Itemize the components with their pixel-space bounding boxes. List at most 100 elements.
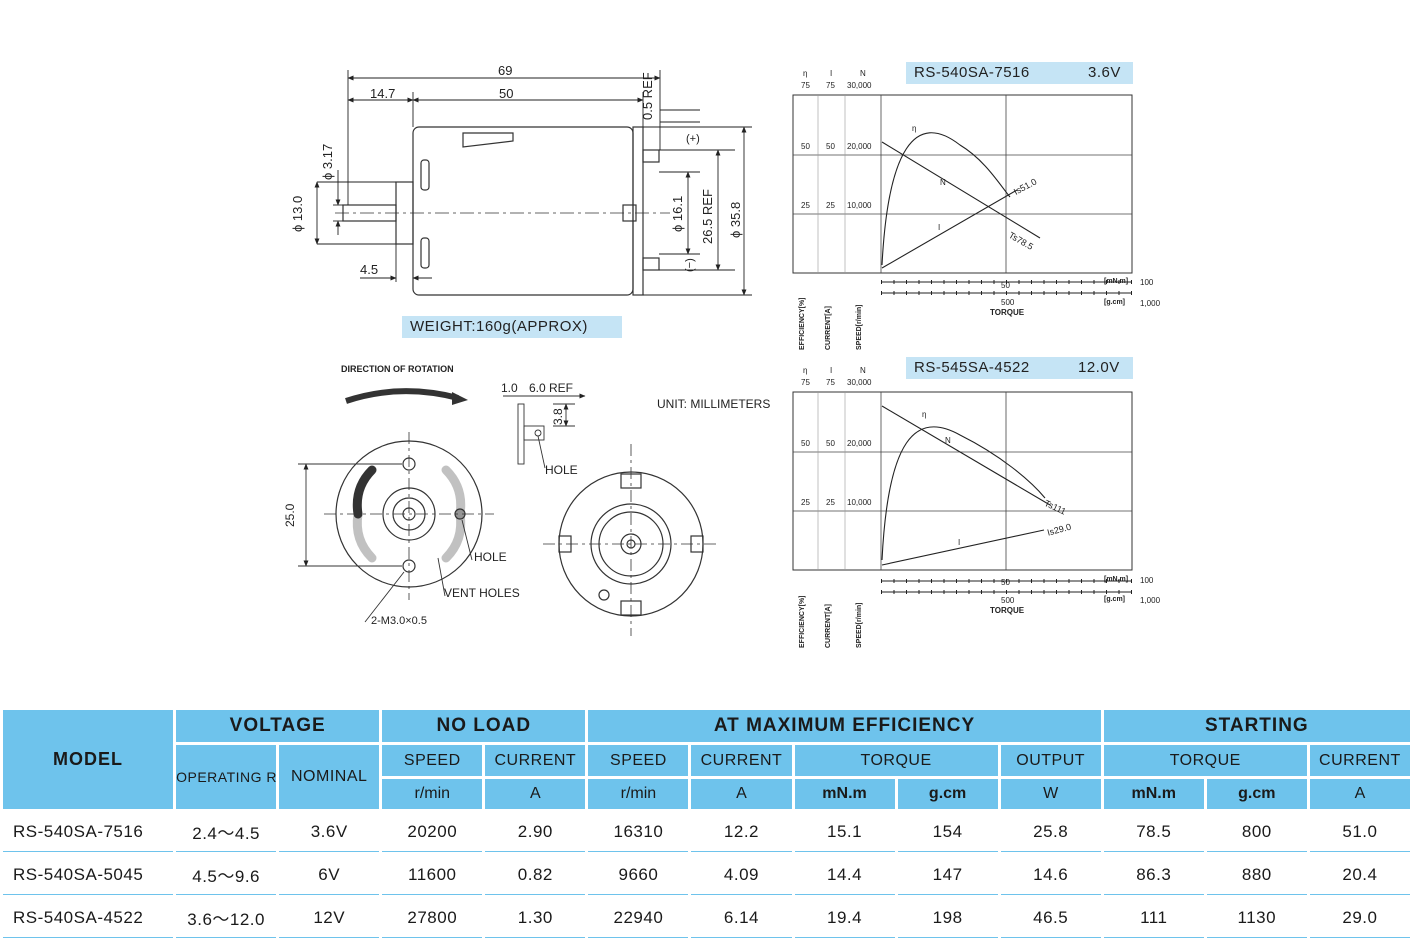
- chart-1-unit-mn: [mN.m]: [1104, 278, 1129, 285]
- header-maxeff-output: OUTPUT: [1000, 745, 1101, 776]
- cell-model: RS-540SA-4522: [3, 898, 174, 938]
- chart-2-curve-n: N: [945, 436, 951, 445]
- chart-2-spd-20000: 20,000: [847, 439, 872, 448]
- chart-1-torque-label: TORQUE: [990, 308, 1025, 317]
- chart-2-curve-eta: η: [922, 410, 927, 419]
- unit-maxeff-output: W: [1000, 779, 1101, 809]
- header-operating-range: OPERATING RANGE: [176, 745, 277, 809]
- chart-1-torque-mid-mn: 50: [1001, 281, 1010, 290]
- unit-label: UNIT: MILLIMETERS: [657, 397, 771, 411]
- chart-2-unit-mn: [mN.m]: [1104, 576, 1129, 583]
- chart-1-efficiency-curve: [881, 132, 1011, 266]
- motor-front-view: [298, 432, 494, 623]
- cell-maxeff-output: 14.6: [1000, 855, 1101, 895]
- cell-maxeff-current: 6.14: [691, 898, 792, 938]
- cell-noload-speed: 20200: [382, 812, 483, 852]
- chart-2-title: RS-545SA-4522 12.0V: [906, 357, 1133, 379]
- dim-shaft-dia: ϕ 3.17: [320, 143, 335, 180]
- chart-2-spd-30000: 30,000: [847, 378, 872, 387]
- chart-1-letter-eta: η: [803, 69, 808, 78]
- chart-2-letter-i: I: [830, 366, 833, 375]
- chart-1-letter-i: I: [830, 69, 833, 78]
- header-nominal: NOMINAL: [279, 745, 380, 809]
- unit-starting-torque-gcm: g.cm: [1206, 779, 1307, 809]
- cell-maxeff-speed: 16310: [588, 812, 689, 852]
- chart-2-model: RS-545SA-4522: [914, 359, 1030, 376]
- terminal-detail: [503, 393, 586, 469]
- chart-2-efficiency-curve: [881, 426, 1046, 561]
- cell-op-range: 2.4～4.5: [176, 812, 277, 852]
- cell-starting-torque-gcm: 800: [1206, 812, 1307, 852]
- chart-1-speed-curve: [881, 141, 1041, 239]
- chart-1-torque-mid-g: 500: [1001, 298, 1015, 307]
- header-starting: STARTING: [1103, 710, 1410, 742]
- header-maxeff-current: CURRENT: [691, 745, 792, 776]
- header-no-load: NO LOAD: [382, 710, 586, 742]
- chart-1-axis-efficiency: EFFICIENCY[%]: [799, 297, 806, 351]
- cell-starting-current: 29.0: [1309, 898, 1410, 938]
- cell-starting-torque-gcm: 880: [1206, 855, 1307, 895]
- chart-1-curve-i: I: [938, 223, 941, 232]
- unit-noload-current: A: [485, 779, 586, 809]
- cell-op-range: 4.5～9.6: [176, 855, 277, 895]
- cell-nominal: 3.6V: [279, 812, 380, 852]
- terminal-hole-label: HOLE: [545, 463, 578, 477]
- cell-maxeff-speed: 22940: [588, 898, 689, 938]
- chart-2-speed-curve: [881, 405, 1051, 506]
- chart-1-plot: [792, 94, 1133, 295]
- chart-2-torque-end-mn: 100: [1140, 576, 1154, 585]
- chart-2-torque-mid-g: 500: [1001, 596, 1015, 605]
- chart-2-letter-eta: η: [803, 366, 808, 375]
- chart-2-letter-n: N: [860, 366, 866, 375]
- chart-2-spd-10000: 10,000: [847, 498, 872, 507]
- header-starting-current: CURRENT: [1309, 745, 1410, 776]
- cell-maxeff-torque-gcm: 154: [897, 812, 998, 852]
- dim-boss-len: 4.5: [360, 262, 379, 277]
- header-maxeff-torque: TORQUE: [794, 745, 998, 776]
- rotation-label: DIRECTION OF ROTATION: [341, 364, 454, 374]
- terminal-minus: (−): [684, 258, 696, 272]
- unit-starting-current: A: [1309, 779, 1410, 809]
- header-model: MODEL: [3, 710, 174, 809]
- vent-holes-label: VENT HOLES: [444, 586, 520, 600]
- cell-nominal: 6V: [279, 855, 380, 895]
- unit-noload-speed: r/min: [382, 779, 483, 809]
- unit-maxeff-speed: r/min: [588, 779, 689, 809]
- terminal-dim-1: 1.0: [501, 381, 518, 395]
- cell-starting-current: 51.0: [1309, 812, 1410, 852]
- dim-overall-length: 69: [498, 63, 513, 78]
- chart-1-curve-n: N: [940, 178, 946, 187]
- chart-2-curve-i: I: [958, 538, 961, 547]
- cell-starting-torque-mnm: 78.5: [1103, 812, 1204, 852]
- cell-maxeff-torque-gcm: 147: [897, 855, 998, 895]
- unit-maxeff-torque-mnm: mN.m: [794, 779, 895, 809]
- dim-terminal-ref: 26.5 REF: [700, 189, 715, 244]
- header-max-efficiency: AT MAXIMUM EFFICIENCY: [588, 710, 1101, 742]
- chart-1-unit-g: [g.cm]: [1104, 299, 1125, 306]
- cell-maxeff-torque-gcm: 198: [897, 898, 998, 938]
- cell-op-range: 3.6～12.0: [176, 898, 277, 938]
- cell-nominal: 12V: [279, 898, 380, 938]
- chart-2-cur-25: 25: [826, 498, 835, 507]
- table-row: RS-540SA-5045 4.5～9.6 6V 11600 0.82 9660…: [3, 855, 1410, 895]
- chart-2-axis-efficiency: EFFICIENCY[%]: [799, 595, 806, 649]
- chart-1-torque-end-mn: 100: [1140, 278, 1154, 287]
- cell-model: RS-540SA-7516: [3, 812, 174, 852]
- screw-label: 2-M3.0×0.5: [371, 615, 427, 627]
- chart-2-cur-75: 75: [826, 378, 835, 387]
- chart-1-eff-25: 25: [801, 201, 810, 210]
- chart-1-spd-10000: 10,000: [847, 201, 872, 210]
- chart-1-letter-n: N: [860, 69, 866, 78]
- chart-1-eff-75: 75: [801, 81, 810, 90]
- chart-1-cur-25: 25: [826, 201, 835, 210]
- header-maxeff-speed: SPEED: [588, 745, 689, 776]
- chart-1-model: RS-540SA-7516: [914, 64, 1030, 81]
- chart-2-eff-25: 25: [801, 498, 810, 507]
- cell-noload-speed: 27800: [382, 898, 483, 938]
- cell-maxeff-torque-mnm: 14.4: [794, 855, 895, 895]
- cell-starting-torque-mnm: 111: [1103, 898, 1204, 938]
- chart-2-axis-speed: SPEED[r/min]: [856, 602, 863, 648]
- dim-ref-05: 0.5 REF: [640, 72, 655, 120]
- chart-2-unit-g: [g.cm]: [1104, 596, 1125, 603]
